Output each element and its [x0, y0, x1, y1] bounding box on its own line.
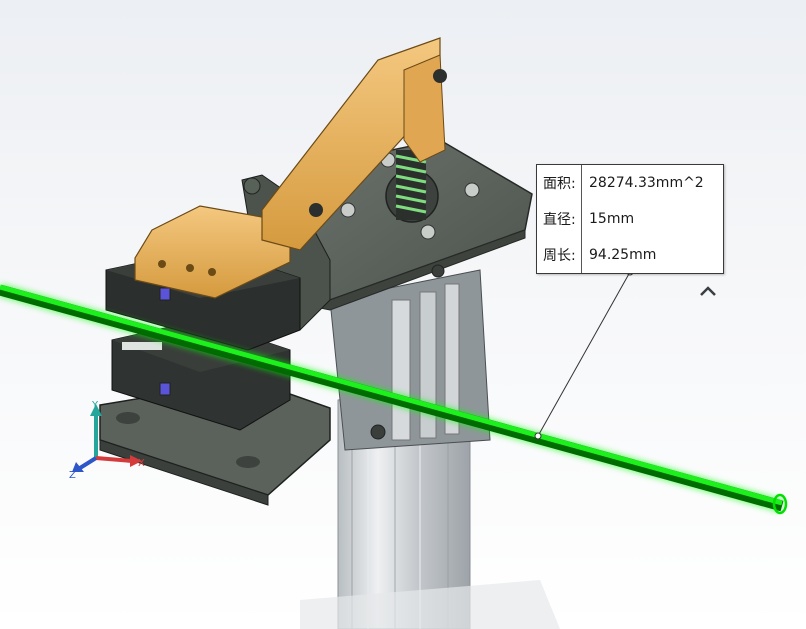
diameter-value: 15mm	[589, 211, 635, 227]
perimeter-value: 94.25mm	[589, 247, 657, 263]
brass-lever-arm[interactable]	[261, 37, 447, 251]
measure-leader-line	[534, 268, 634, 440]
reference-triad	[72, 404, 142, 472]
triad-y-label: Y	[92, 400, 99, 411]
measure-row-area: 面积: 28274.33mm^2	[537, 165, 723, 201]
diameter-label: 直径:	[543, 212, 576, 228]
measure-row-diameter: 直径: 15mm	[537, 201, 723, 237]
perimeter-label: 周长:	[543, 248, 576, 264]
triad-x-label: X	[138, 458, 145, 469]
area-label: 面积:	[543, 176, 576, 192]
collapse-callout-button[interactable]	[698, 282, 718, 300]
measure-callout: 面积: 28274.33mm^2 直径: 15mm 周长: 94.25mm	[536, 164, 724, 274]
area-value: 28274.33mm^2	[589, 175, 704, 191]
selected-rod-highlight[interactable]	[0, 283, 788, 515]
measure-row-perimeter: 周长: 94.25mm	[537, 237, 723, 273]
triad-z-label: Z	[69, 470, 76, 481]
chevron-up-icon	[700, 286, 716, 296]
brass-clamp-pad[interactable]	[134, 205, 291, 299]
measure-divider	[581, 165, 582, 273]
